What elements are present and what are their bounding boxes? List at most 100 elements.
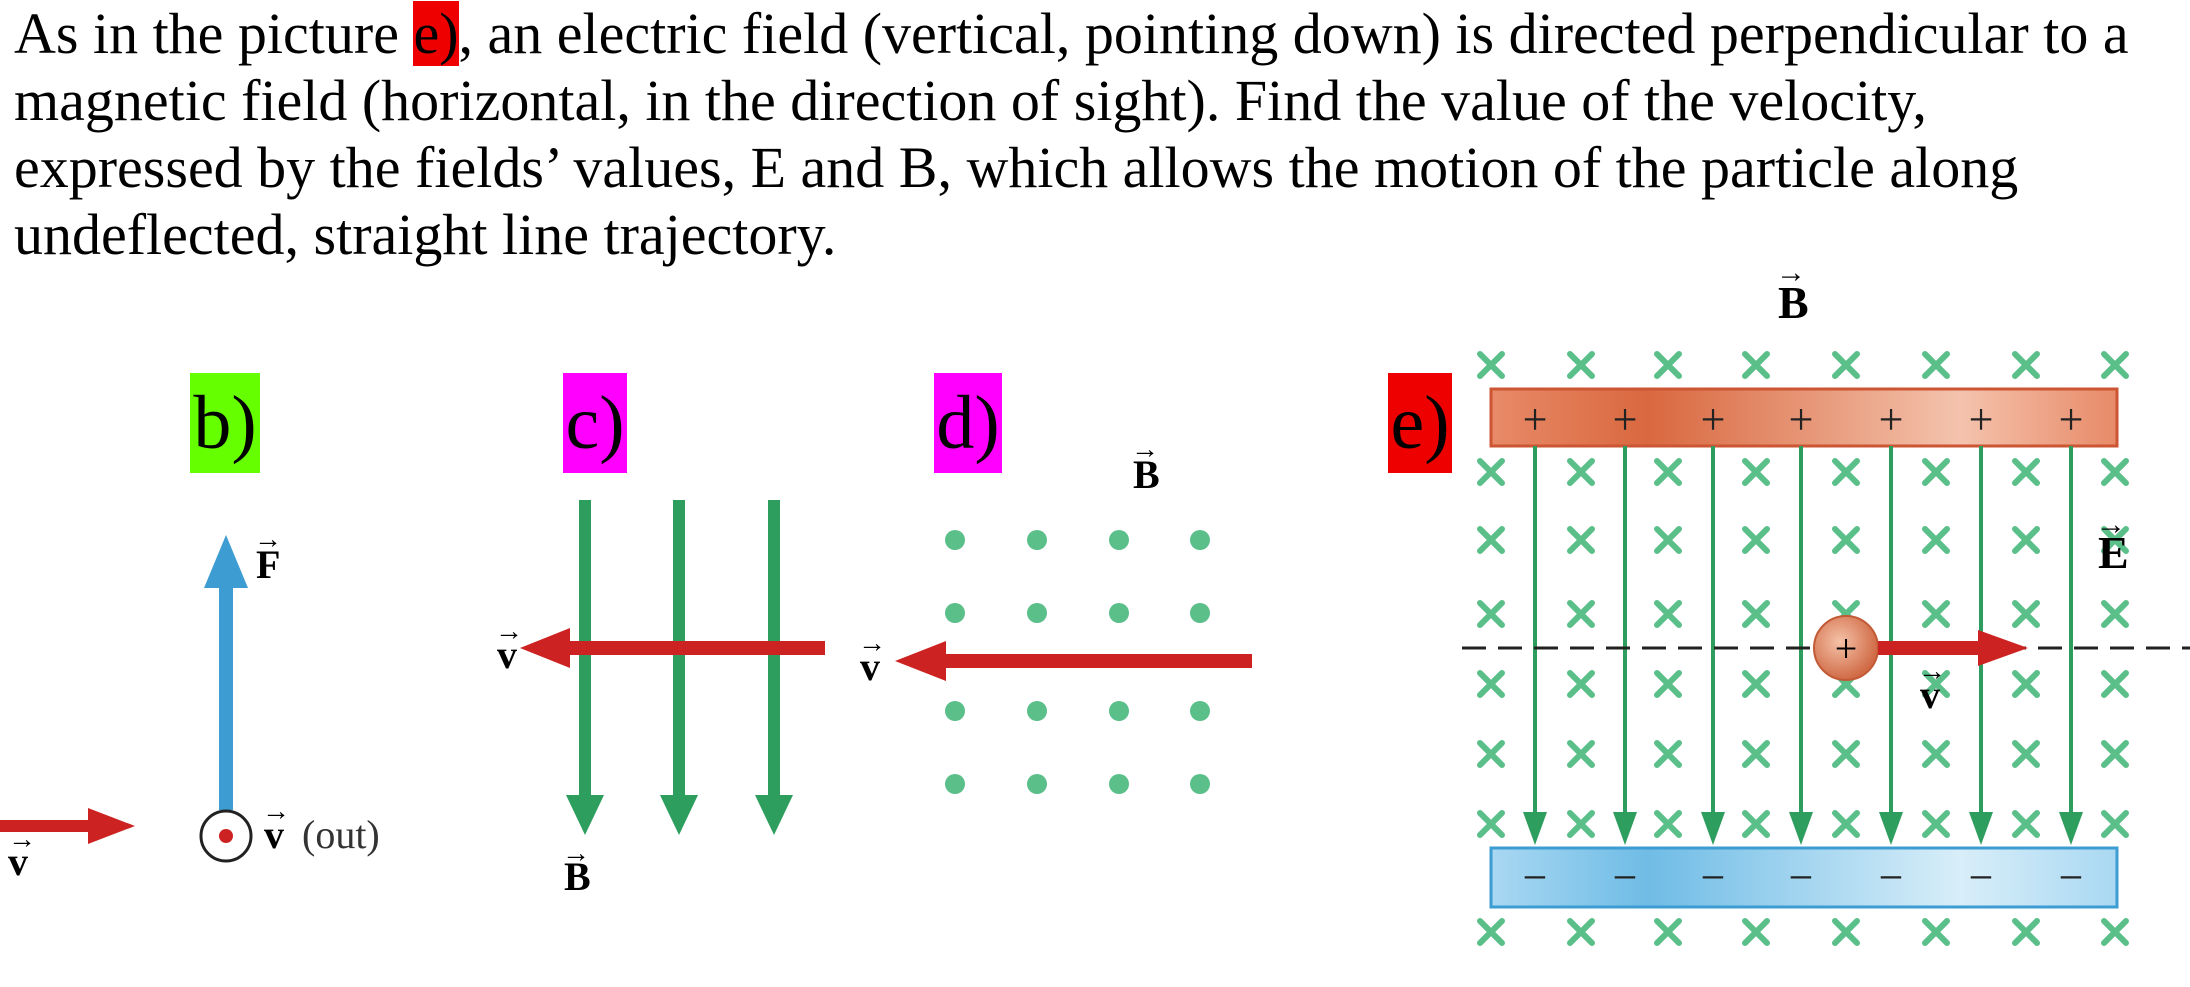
B-in-cross	[1477, 526, 1505, 554]
B-symbol: B	[1778, 277, 1809, 328]
B-in-cross	[1654, 526, 1682, 554]
B-in-cross	[1922, 458, 1950, 486]
panel-b-label: b)	[190, 373, 260, 473]
B-out-dot	[945, 701, 965, 721]
plate-plus-sign: +	[1701, 395, 1726, 444]
B-in-cross	[1477, 458, 1505, 486]
figure-reference: e)	[413, 1, 459, 66]
B-out-dot	[1190, 530, 1210, 550]
E-field-arrowhead	[1701, 812, 1725, 845]
E-field-arrowhead	[1969, 812, 1993, 845]
problem-prefix: As in the picture	[14, 1, 414, 66]
E-field-arrowhead	[1613, 812, 1637, 845]
B-in-cross	[1654, 740, 1682, 768]
B-in-cross	[2101, 600, 2129, 628]
B-in-cross	[1477, 918, 1505, 946]
B-in-cross	[1654, 918, 1682, 946]
force-arrowhead	[204, 535, 248, 588]
B-in-cross	[1477, 600, 1505, 628]
out-label: (out)	[302, 812, 380, 857]
plate-minus-sign: −	[1701, 853, 1726, 902]
E-symbol: E	[2098, 527, 2129, 578]
B-in-cross	[1922, 526, 1950, 554]
E-field-arrowhead	[2059, 812, 2083, 845]
v-out-symbol: v	[264, 812, 284, 857]
plate-minus-sign: −	[2059, 853, 2084, 902]
charge-sign: +	[1835, 626, 1858, 671]
panel-d-arrows: v → B →	[858, 434, 1252, 689]
plate-signs: +−+−+−+−+−+−+−	[1523, 395, 2084, 902]
B-in-cross	[2101, 918, 2129, 946]
panel-b-label-text: b)	[193, 381, 257, 465]
v-vector-arrow: →	[8, 824, 36, 855]
panel-e-diagram: +−+−+−+−+−+−+− + v → B → E	[1462, 256, 2190, 909]
panel-d-diagram	[945, 530, 1210, 794]
B-in-cross	[2101, 351, 2129, 379]
E-field-arrowhead	[1523, 812, 1547, 845]
B-in-cross	[1832, 351, 1860, 379]
B-vector-arrow: →	[1776, 256, 1806, 289]
B-in-cross	[1922, 670, 1950, 698]
B-out-dot	[1190, 603, 1210, 623]
B-in-cross	[1742, 458, 1770, 486]
F-symbol: F	[256, 542, 280, 587]
positive-plate	[1489, 387, 2119, 448]
B-in-cross	[1832, 526, 1860, 554]
B-vector-arrow: →	[1131, 434, 1159, 465]
plate-plus-sign: +	[1969, 395, 1994, 444]
B-out-dot	[1027, 603, 1047, 623]
B-symbol: B	[1133, 452, 1160, 497]
B-in-cross	[2101, 740, 2129, 768]
B-symbol: B	[564, 854, 591, 899]
B-in-cross	[1742, 740, 1770, 768]
plate-minus-sign: −	[1789, 853, 1814, 902]
E-field-arrowhead	[1789, 812, 1813, 845]
B-in-cross	[1477, 351, 1505, 379]
B-in-cross	[2012, 526, 2040, 554]
plate-minus-sign: −	[1879, 853, 1904, 902]
panel-b-diagram: v → F → v → (out)	[0, 524, 380, 884]
B-in-cross	[1922, 740, 1950, 768]
B-in-cross	[1922, 600, 1950, 628]
B-out-dot	[1109, 530, 1129, 550]
B-in-cross	[1742, 526, 1770, 554]
B-in-cross	[1654, 810, 1682, 838]
B-in-cross	[2101, 670, 2129, 698]
panel-c-label: c)	[563, 373, 627, 473]
B-in-cross	[1567, 740, 1595, 768]
B-in-cross	[1922, 918, 1950, 946]
B-in-cross	[1567, 351, 1595, 379]
B-field-arrowhead-2	[660, 795, 698, 835]
B-in-cross	[1742, 600, 1770, 628]
B-out-dot	[945, 530, 965, 550]
B-in-cross	[2101, 458, 2129, 486]
plate-minus-sign: −	[1969, 853, 1994, 902]
E-field-arrowhead	[1879, 812, 1903, 845]
B-in-cross	[1742, 670, 1770, 698]
problem-statement: As in the picture e), an electric field …	[14, 0, 2164, 268]
B-in-cross	[1477, 670, 1505, 698]
velocity-arrowhead	[1978, 630, 2028, 666]
B-in-cross	[2101, 526, 2129, 554]
B-in-cross	[1567, 918, 1595, 946]
plate-plus-sign: +	[1523, 395, 1548, 444]
plate-plus-sign: +	[1613, 395, 1638, 444]
B-in-cross	[2012, 740, 2040, 768]
plate-plus-sign: +	[1879, 395, 1904, 444]
E-vector-arrow: →	[2096, 508, 2126, 541]
B-vector-arrow: →	[562, 838, 590, 869]
B-in-cross	[2012, 810, 2040, 838]
B-out-dot	[1190, 701, 1210, 721]
B-in-cross	[1654, 600, 1682, 628]
velocity-arrowhead	[520, 628, 570, 668]
B-out-dot	[945, 774, 965, 794]
B-in-cross	[1567, 526, 1595, 554]
B-in-cross	[1922, 351, 1950, 379]
B-in-cross	[1742, 918, 1770, 946]
plate-plus-sign: +	[2059, 395, 2084, 444]
panel-e-label-text: e)	[1390, 381, 1450, 465]
B-in-cross	[1567, 810, 1595, 838]
v-symbol: v	[860, 644, 880, 689]
v-out-dot	[219, 829, 233, 843]
